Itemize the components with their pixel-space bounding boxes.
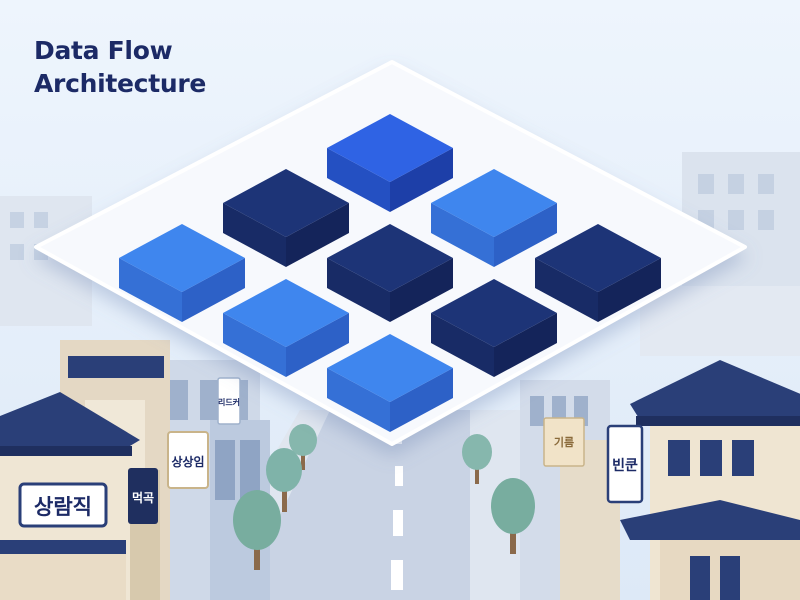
block-right-face bbox=[598, 258, 661, 322]
block-top-face bbox=[327, 224, 453, 292]
block-top-face bbox=[431, 279, 557, 347]
block-right-face bbox=[494, 313, 557, 377]
page-title: Data Flow Architecture bbox=[34, 34, 206, 100]
block-right-face bbox=[286, 313, 349, 377]
block-left-face bbox=[119, 258, 182, 322]
block-grid bbox=[119, 114, 661, 432]
data-block-2-1 bbox=[223, 279, 349, 377]
block-top-face bbox=[431, 169, 557, 237]
block-top-face bbox=[223, 279, 349, 347]
block-top-face bbox=[327, 114, 453, 182]
data-block-1-2 bbox=[431, 279, 557, 377]
block-top-face bbox=[535, 224, 661, 292]
title-line-2: Architecture bbox=[34, 69, 207, 98]
block-left-face bbox=[327, 148, 390, 212]
sign-left-small-text: 먹곡 bbox=[132, 491, 154, 505]
trees bbox=[233, 424, 535, 570]
block-left-face bbox=[327, 368, 390, 432]
block-left-face bbox=[223, 203, 286, 267]
data-block-1-0 bbox=[223, 169, 349, 267]
block-top-face bbox=[119, 224, 245, 292]
sign-right-far-text: 기름 bbox=[554, 435, 574, 449]
sign-left-vertical-text: 상상임 bbox=[171, 454, 204, 469]
signboards: 상람직 먹곡 상상임 리드커 빈쿤 기름 bbox=[18, 377, 644, 528]
block-left-face bbox=[431, 203, 494, 267]
block-left-face bbox=[431, 313, 494, 377]
block-left-face bbox=[327, 258, 390, 322]
title-line-1: Data Flow bbox=[34, 36, 173, 65]
block-right-face bbox=[390, 148, 453, 212]
sign-left-small bbox=[128, 468, 158, 524]
sign-left-far bbox=[217, 377, 241, 425]
sign-left-large bbox=[18, 482, 108, 528]
data-block-0-2 bbox=[535, 224, 661, 322]
data-block-2-0 bbox=[119, 224, 245, 322]
sign-left-vertical bbox=[167, 431, 209, 489]
sign-right-large-text: 빈쿤 bbox=[612, 458, 638, 474]
block-left-face bbox=[535, 258, 598, 322]
data-block-1-1 bbox=[327, 224, 453, 322]
block-right-face bbox=[390, 368, 453, 432]
data-block-2-2 bbox=[327, 334, 453, 432]
sign-left-far-text: 리드커 bbox=[218, 397, 240, 407]
block-left-face bbox=[223, 313, 286, 377]
block-right-face bbox=[494, 203, 557, 267]
right-buildings bbox=[470, 360, 800, 600]
block-right-face bbox=[286, 203, 349, 267]
sign-right-far bbox=[543, 417, 585, 467]
sign-right-large bbox=[606, 424, 644, 504]
block-top-face bbox=[223, 169, 349, 237]
block-right-face bbox=[390, 258, 453, 322]
block-right-face bbox=[182, 258, 245, 322]
data-block-0-1 bbox=[431, 169, 557, 267]
data-block-0-0 bbox=[327, 114, 453, 212]
block-top-face bbox=[327, 334, 453, 402]
sign-left-large-text: 상람직 bbox=[34, 495, 92, 519]
